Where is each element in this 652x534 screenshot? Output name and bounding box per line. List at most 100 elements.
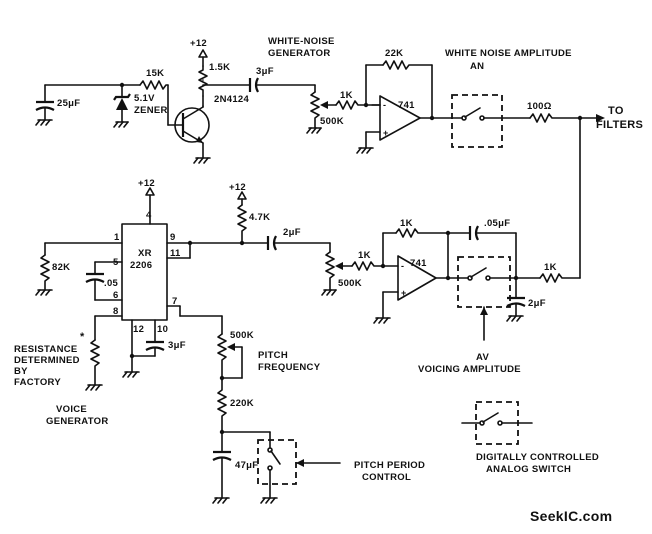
resistor-22k	[382, 60, 433, 70]
resistor-factory	[90, 339, 100, 386]
label-c-05uf: .05μF	[484, 218, 510, 229]
label-pin7: 7	[172, 296, 178, 307]
label-pin9: 9	[170, 232, 176, 243]
label-r-82k: 82K	[52, 262, 70, 273]
resistor-4k7	[237, 204, 247, 244]
label-res-2: DETERMINED	[14, 355, 80, 366]
label-av: AV	[476, 352, 489, 363]
label-r-1k-top: 1K	[340, 90, 353, 101]
resistor-1k-top	[335, 100, 381, 110]
ic-xr2206	[121, 223, 168, 321]
switch-an[interactable]	[451, 94, 503, 148]
label-asterisk: *	[80, 331, 85, 343]
label-pin8: 8	[113, 306, 119, 317]
label-pin12: 12	[133, 324, 144, 335]
label-legend-2: ANALOG SWITCH	[486, 464, 571, 475]
label-r-1k-bot: 1K	[358, 250, 371, 261]
resistor-1k-feedback	[395, 228, 449, 238]
transistor-2n4124	[167, 105, 210, 159]
resistor-220k	[217, 379, 227, 433]
label-pin10: 10	[157, 324, 168, 335]
resistor-1k-bot	[351, 261, 399, 271]
label-res-3: BY	[14, 366, 28, 377]
label-zener: ZENER	[134, 105, 168, 116]
potentiometer-pitch[interactable]	[217, 333, 227, 381]
legend-switch	[461, 401, 533, 445]
label-r-220k: 220K	[230, 398, 254, 409]
potentiometer-500k-mid	[321, 242, 343, 296]
svg-text:+: +	[401, 288, 407, 298]
label-pin11: 11	[170, 248, 181, 259]
label-r-1k-right: 1K	[544, 262, 557, 273]
svg-text:-: -	[401, 261, 404, 271]
label-opamp-top: 741	[398, 100, 415, 111]
label-pot-500k-top: 500K	[320, 116, 344, 127]
resistor-1k5	[198, 65, 208, 97]
label-r-100: 100Ω	[527, 101, 552, 112]
resistor-82k	[40, 254, 50, 291]
resistor-1k-right	[539, 273, 581, 283]
label-xr-num: 2206	[130, 260, 152, 271]
ground-transistor	[193, 157, 211, 164]
label-opamp-bot: 741	[410, 258, 427, 269]
resistor-15k	[139, 80, 169, 90]
switch-pitch-period[interactable]	[257, 431, 297, 504]
supply-arrow-top	[198, 49, 208, 67]
voice-generator-section: - +	[35, 117, 581, 504]
label-c-2uf-mid: 2μF	[283, 227, 301, 238]
output-arrow	[596, 114, 605, 122]
capacitor-3uf-top	[248, 77, 316, 93]
label-res-4: FACTORY	[14, 377, 61, 388]
label-wn-gen-2: GENERATOR	[268, 48, 331, 59]
label-pot-500k-mid: 500K	[338, 278, 362, 289]
switch-av[interactable]	[457, 256, 511, 308]
label-c-47uf: 47μF	[235, 460, 258, 471]
label-r-15k: 15K	[146, 68, 164, 79]
label-c-05: .05	[104, 278, 119, 289]
zener-diode	[113, 84, 131, 128]
label-xr-name: XR	[138, 248, 152, 259]
label-vg-2: GENERATOR	[46, 416, 109, 427]
label-res-1: RESISTANCE	[14, 344, 78, 355]
label-an: AN	[470, 61, 484, 72]
label-r-4k7: 4.7K	[249, 212, 270, 223]
label-wn-amp: WHITE NOISE AMPLITUDE	[445, 48, 572, 59]
label-c-25uf: 25μF	[57, 98, 80, 109]
capacitor-2uf-mid	[266, 235, 331, 251]
label-pin5: 5	[113, 257, 119, 268]
label-transistor: 2N4124	[214, 94, 249, 105]
svg-text:+: +	[383, 128, 389, 138]
label-to: TO	[608, 105, 624, 117]
label-pot-500k-pitch: 500K	[230, 330, 254, 341]
label-pin6: 6	[113, 290, 119, 301]
label-plus12-top: +12	[190, 38, 207, 49]
label-plus12-mid: +12	[229, 182, 246, 193]
label-plus12-xr: +12	[138, 178, 155, 189]
label-pin1: 1	[114, 232, 120, 243]
label-c-3uf-top: 3μF	[256, 66, 274, 77]
label-pitch-1: PITCH	[258, 350, 288, 361]
opamp-741-top	[356, 95, 453, 154]
resistor-100ohm	[529, 113, 581, 123]
label-c-3uf-xr: 3μF	[168, 340, 186, 351]
label-c-2uf-right: 2μF	[528, 298, 546, 309]
opamp-741-bottom	[373, 255, 459, 324]
label-pitch-2: FREQUENCY	[258, 362, 321, 373]
label-pp-1: PITCH PERIOD	[354, 460, 425, 471]
label-vg-1: VOICE	[56, 404, 87, 415]
label-r-1k5: 1.5K	[209, 62, 230, 73]
capacitor-25uf	[35, 84, 55, 126]
label-wn-gen-1: WHITE-NOISE	[268, 36, 335, 47]
white-noise-section: - +	[35, 49, 605, 164]
label-pp-2: CONTROL	[362, 472, 411, 483]
label-pin4: 4	[146, 210, 152, 221]
svg-text:-: -	[383, 100, 386, 110]
label-filters: FILTERS	[596, 119, 643, 131]
label-r-22k: 22K	[385, 48, 403, 59]
label-zener-v: 5.1V	[134, 93, 155, 104]
label-legend-1: DIGITALLY CONTROLLED	[476, 452, 599, 463]
watermark: SeekIC.com	[530, 508, 612, 524]
potentiometer-500k-top	[306, 84, 328, 134]
label-voicing: VOICING AMPLITUDE	[418, 364, 521, 375]
